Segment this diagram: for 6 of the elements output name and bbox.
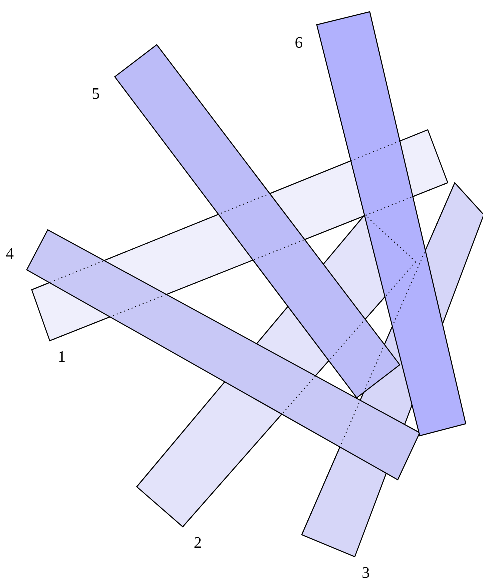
plank-number: 5 [92, 87, 100, 103]
plank-number: 1 [58, 350, 66, 366]
plank-number: 3 [362, 566, 370, 579]
plank-number: 4 [6, 247, 14, 263]
plank-number: 6 [295, 36, 303, 52]
plank-number: 2 [194, 536, 202, 552]
